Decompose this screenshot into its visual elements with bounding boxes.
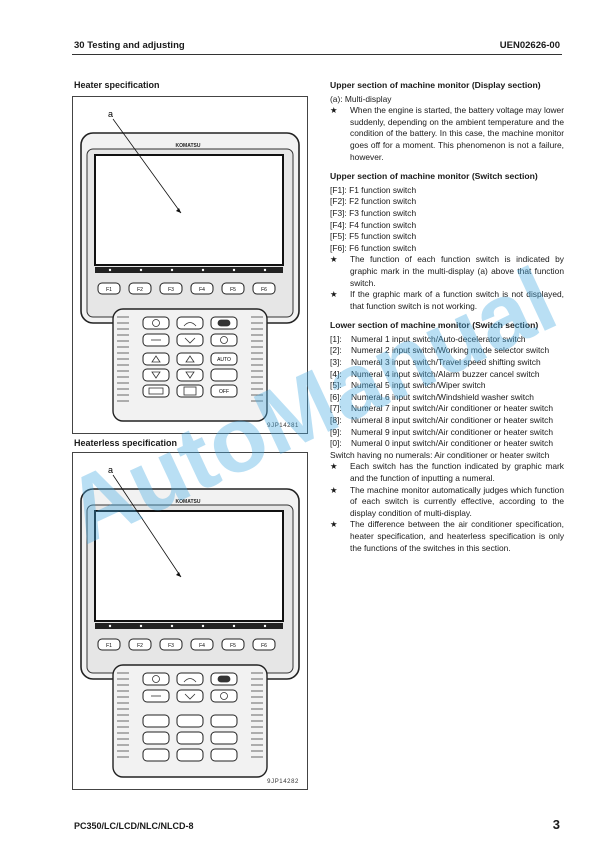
star-icon: ★ <box>330 484 338 495</box>
list-item: [9]:Numeral 9 input switch/Air condition… <box>330 426 554 437</box>
lower-keypad <box>142 672 238 762</box>
fkey-label-f3: F3 <box>168 287 174 293</box>
star-icon: ★ <box>330 254 338 265</box>
fkey-label-f1: F1 <box>106 643 112 649</box>
list-item: [F2]: F2 function switch <box>330 196 417 207</box>
list-item: [F4]: F4 function switch <box>330 219 417 230</box>
note-no-numerals: Switch having no numerals: Air condition… <box>330 449 550 460</box>
note-auto-judge: ★ The machine monitor automatically judg… <box>330 484 564 518</box>
list-item: [6]:Numeral 6 input switch/Windshield wa… <box>330 391 534 402</box>
star-icon: ★ <box>330 289 338 300</box>
list-item: [5]:Numeral 5 input switch/Wiper switch <box>330 380 486 391</box>
note-function-mark: ★ The function of each function switch i… <box>330 254 564 288</box>
figure-title-heaterless: Heaterless specification <box>74 438 178 448</box>
fkey-label-f2: F2 <box>137 287 143 293</box>
off-key-label: OFF <box>219 389 229 395</box>
figure-heater: KOMATSU F1 F2 F3 F4 F5 F6 <box>72 96 308 434</box>
figure-code: 9JP14282 <box>267 779 299 785</box>
heading-lower-switch: Lower section of machine monitor (Switch… <box>330 320 539 331</box>
monitor-diagram-heater: KOMATSU F1 F2 F3 F4 F5 F6 <box>80 109 300 429</box>
fkey-indicator-row <box>108 624 267 628</box>
page-number: 3 <box>552 817 560 832</box>
list-item: [7]:Numeral 7 input switch/Air condition… <box>330 403 554 414</box>
star-icon: ★ <box>330 105 338 116</box>
list-item: [4]:Numeral 4 input switch/Alarm buzzer … <box>330 368 540 379</box>
list-item: [3]:Numeral 3 input switch/Travel speed … <box>330 357 541 368</box>
heading-upper-switch: Upper section of machine monitor (Switch… <box>330 171 538 182</box>
heading-upper-display: Upper section of machine monitor (Displa… <box>330 80 541 90</box>
header-rule <box>72 54 562 55</box>
fkey-label-f4: F4 <box>199 643 205 649</box>
list-item: [2]:Numeral 2 input switch/Working mode … <box>330 345 550 356</box>
fkey-label-f3: F3 <box>168 643 174 649</box>
note-not-working: ★ If the graphic mark of a function swit… <box>330 289 564 311</box>
brand-logo: KOMATSU <box>176 143 201 149</box>
callout-label: a <box>108 109 113 119</box>
star-icon: ★ <box>330 461 338 472</box>
star-icon: ★ <box>330 519 338 530</box>
doc-code: UEN02626-00 <box>499 40 560 51</box>
monitor-diagram-heaterless: KOMATSU F1 F2 F3 F4 F5 F6 <box>80 465 300 785</box>
fkey-label-f4: F4 <box>199 287 205 293</box>
item-multi-display: (a): Multi-display <box>330 93 392 104</box>
fkey-label-f2: F2 <box>137 643 143 649</box>
auto-key-label: AUTO <box>217 357 231 363</box>
fkey-label-f6: F6 <box>261 643 267 649</box>
fkey-label-f5: F5 <box>230 287 236 293</box>
figure-code: 9JP14281 <box>267 423 299 429</box>
function-switch-row: F1 F2 F3 F4 F5 F6 <box>97 282 276 295</box>
fkey-label-f5: F5 <box>230 643 236 649</box>
list-item: [0]:Numeral 0 input switch/Air condition… <box>330 438 554 449</box>
note-dual-function: ★ Each switch has the function indicated… <box>330 461 564 483</box>
list-item: [F3]: F3 function switch <box>330 207 417 218</box>
lower-keypad <box>142 316 238 398</box>
model-footer: PC350/LC/LCD/NLC/NLCD-8 <box>74 821 194 831</box>
note-spec-difference: ★ The difference between the air conditi… <box>330 519 564 553</box>
list-item: [1]:Numeral 1 input switch/Auto-decelera… <box>330 333 526 344</box>
list-item: [F1]: F1 function switch <box>330 184 417 195</box>
fkey-indicator-row <box>108 268 267 272</box>
list-item: [F5]: F5 function switch <box>330 231 417 242</box>
fkey-label-f1: F1 <box>106 287 112 293</box>
list-item: [F6]: F6 function switch <box>330 242 417 253</box>
function-switch-row: F1 F2 F3 F4 F5 F6 <box>97 638 276 651</box>
list-item: [8]:Numeral 8 input switch/Air condition… <box>330 415 554 426</box>
figure-title-heater: Heater specification <box>74 80 160 90</box>
callout-label: a <box>108 465 113 475</box>
brand-logo: KOMATSU <box>176 499 201 505</box>
note-battery-voltage: ★ When the engine is started, the batter… <box>330 105 564 162</box>
description-column: Upper section of machine monitor (Displa… <box>330 80 564 554</box>
section-header: 30 Testing and adjusting <box>74 40 185 51</box>
fkey-label-f6: F6 <box>261 287 267 293</box>
figure-heaterless: KOMATSU F1 F2 F3 F4 F5 F6 <box>72 452 308 790</box>
